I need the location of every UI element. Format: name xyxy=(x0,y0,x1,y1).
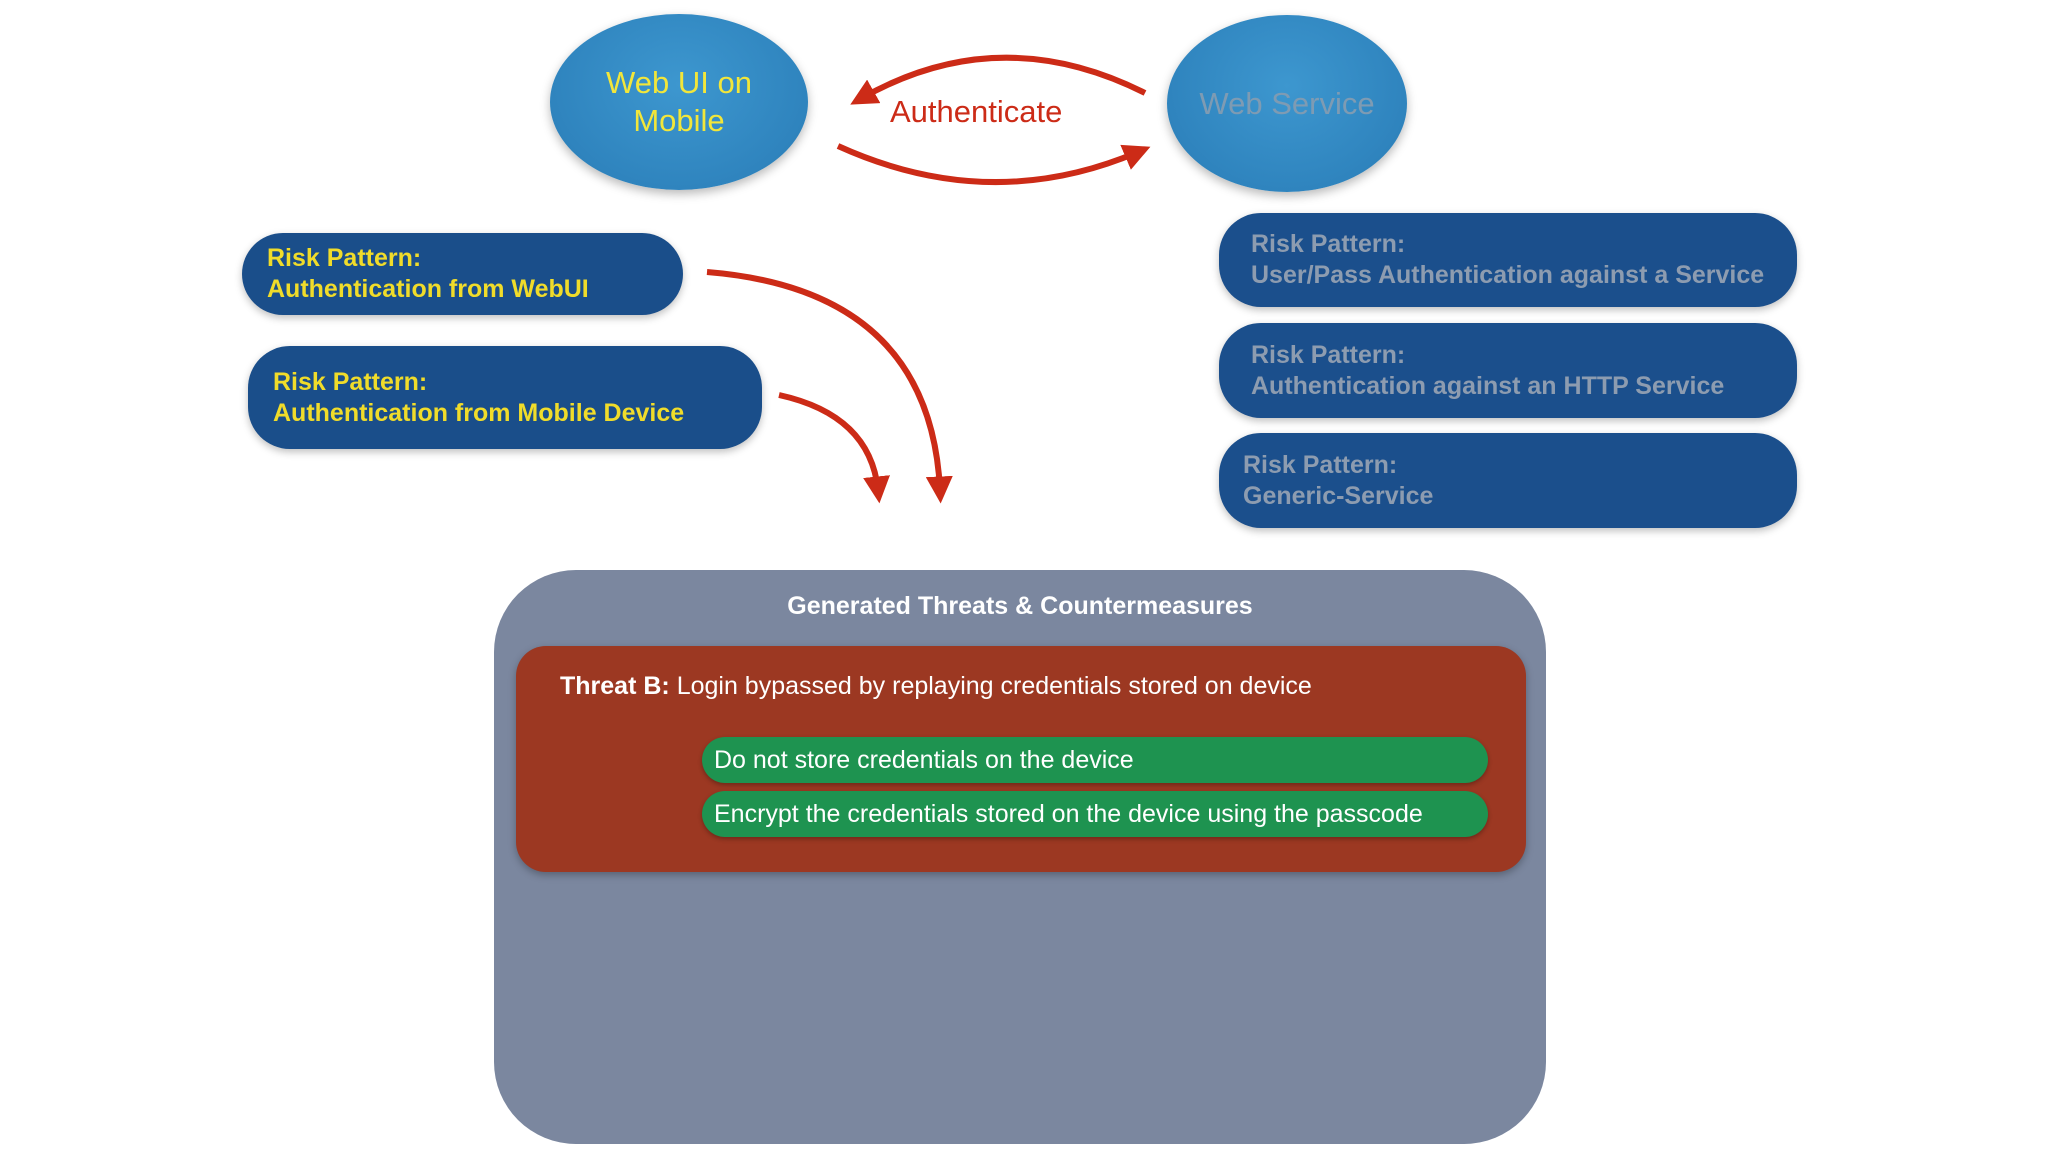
web-service-node: Web Service xyxy=(1167,15,1407,192)
risk-pattern-auth-webui: Risk Pattern: Authentication from WebUI xyxy=(242,233,683,315)
threat-b-description: Login bypassed by replaying credentials … xyxy=(676,672,1312,700)
authenticate-label: Authenticate xyxy=(890,94,1063,129)
web-ui-mobile-node: Web UI on Mobile xyxy=(550,14,808,190)
threat-b-text: Threat B: Login bypassed by replaying cr… xyxy=(560,672,1312,701)
risk-pattern-heading: Risk Pattern: xyxy=(1243,450,1398,479)
web-service-node-label: Web Service xyxy=(1199,85,1375,121)
risk-pattern-userpass-service: Risk Pattern: User/Pass Authentication a… xyxy=(1219,213,1797,307)
web-ui-node-line2: Mobile xyxy=(633,103,725,138)
risk-pattern-name: Authentication from Mobile Device xyxy=(273,398,685,427)
arrow-mobile-pattern-to-threats xyxy=(778,392,890,504)
risk-pattern-heading: Risk Pattern: xyxy=(1251,230,1406,258)
risk-pattern-auth-mobile-device: Risk Pattern: Authentication from Mobile… xyxy=(248,346,762,449)
arrow-to-web-ui xyxy=(850,54,1147,105)
web-ui-node-line1: Web UI on xyxy=(606,65,752,100)
countermeasure-item: Do not store credentials on the device xyxy=(702,737,1488,783)
risk-pattern-http-service: Risk Pattern: Authentication against an … xyxy=(1219,323,1797,418)
risk-pattern-generic-service: Risk Pattern: Generic-Service xyxy=(1219,433,1797,528)
risk-pattern-heading: Risk Pattern: xyxy=(273,367,428,396)
risk-pattern-name: Authentication against an HTTP Service xyxy=(1251,371,1725,400)
threat-b-label: Threat B: xyxy=(560,672,670,700)
risk-pattern-heading: Risk Pattern: xyxy=(1251,340,1406,369)
risk-pattern-name: Authentication from WebUI xyxy=(267,275,589,303)
generated-threats-title: Generated Threats & Countermeasures xyxy=(787,592,1253,620)
countermeasure-item: Encrypt the credentials stored on the de… xyxy=(702,791,1488,837)
risk-pattern-name: Generic-Service xyxy=(1243,481,1434,510)
risk-pattern-name: User/Pass Authentication against a Servi… xyxy=(1251,261,1765,289)
arrow-to-web-service xyxy=(836,143,1151,185)
risk-pattern-heading: Risk Pattern: xyxy=(267,244,422,272)
